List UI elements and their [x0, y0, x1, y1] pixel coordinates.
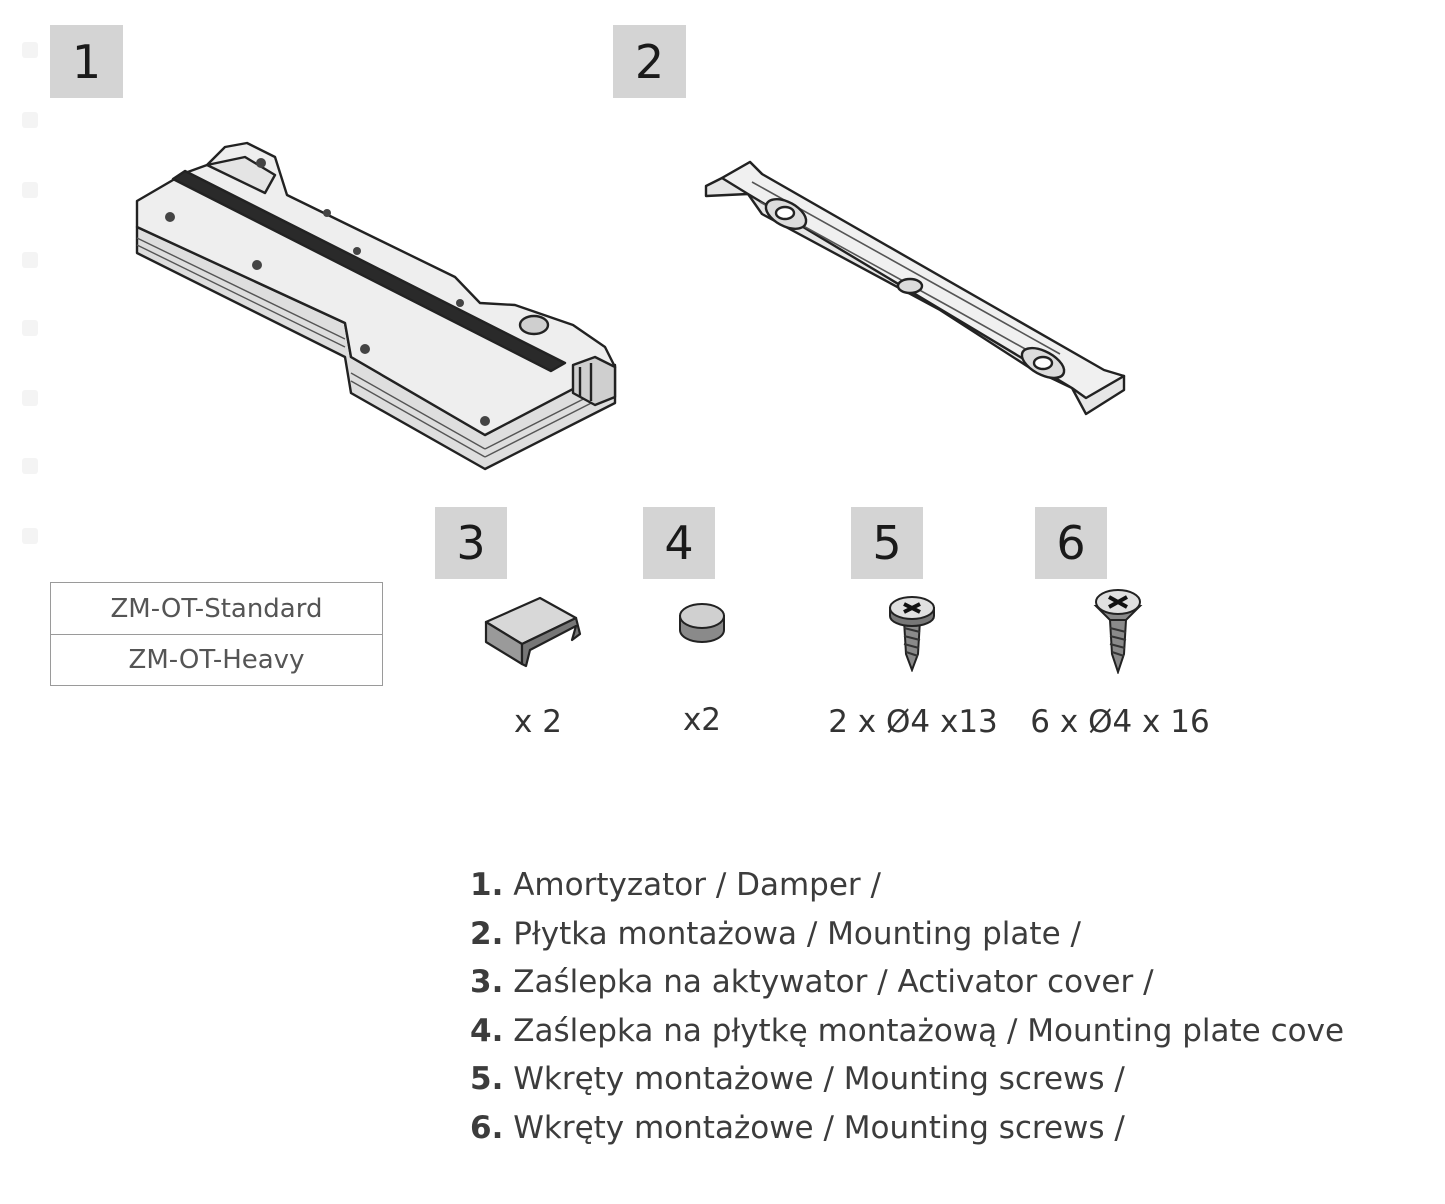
plate-cover-cap-icon: [679, 603, 725, 643]
legend-number: 4.: [470, 1012, 504, 1049]
part-number-badge-1: 1: [50, 25, 123, 98]
mounting-plate-icon: [704, 160, 1126, 416]
legend-text: Wkręty montażowe / Mounting screws /: [503, 1061, 1125, 1097]
part-number-badge-4: 4: [643, 507, 715, 579]
legend-text: Płytka montażowa / Mounting plate /: [503, 915, 1081, 952]
variant-standard: ZM-OT-Standard: [110, 593, 323, 624]
legend-number: 6.: [470, 1109, 504, 1146]
legend-text: Amortyzator / Damper /: [503, 867, 881, 903]
legend-number: 1.: [470, 867, 504, 903]
legend-text: Wkręty montażowe / Mounting screws /: [503, 1109, 1125, 1146]
countersunk-screw-icon: [1093, 589, 1143, 674]
damper-icon: [135, 141, 617, 471]
quantity-part-4: x2: [682, 702, 722, 738]
part-number-badge-2: 2: [613, 25, 686, 98]
quantity-part-3: x 2: [514, 704, 562, 740]
part-number-badge-5: 5: [851, 507, 923, 579]
legend-item: 5. Wkręty montażowe / Mounting screws /: [470, 1056, 1430, 1105]
legend-text: Zaślepka na płytkę montażową / Mounting …: [503, 1012, 1345, 1049]
legend-item: 4. Zaślepka na płytkę montażową / Mounti…: [470, 1008, 1430, 1057]
legend-item: 6. Wkręty montażowe / Mounting screws /: [470, 1105, 1430, 1154]
parts-legend: 1. Amortyzator / Damper / 2. Płytka mont…: [470, 862, 1430, 1153]
legend-item: 1. Amortyzator / Damper /: [470, 862, 1430, 911]
quantity-part-5: 2 x Ø4 x13: [828, 704, 998, 740]
quantity-part-6: 6 x Ø4 x 16: [1030, 704, 1210, 740]
variant-heavy: ZM-OT-Heavy: [51, 634, 382, 685]
legend-text: Zaślepka na aktywator / Activator cover …: [503, 964, 1154, 1000]
legend-item: 3. Zaślepka na aktywator / Activator cov…: [470, 959, 1430, 1008]
part-number-badge-6: 6: [1035, 507, 1107, 579]
variant-table: ZM-OT-Standard ZM-OT-Heavy: [50, 582, 383, 686]
activator-cover-icon: [484, 596, 582, 668]
legend-number: 2.: [470, 915, 504, 952]
legend-item: 2. Płytka montażowa / Mounting plate /: [470, 911, 1430, 960]
part-number-badge-3: 3: [435, 507, 507, 579]
legend-number: 5.: [470, 1061, 504, 1097]
legend-number: 3.: [470, 964, 504, 1000]
pan-head-screw-icon: [889, 596, 935, 672]
